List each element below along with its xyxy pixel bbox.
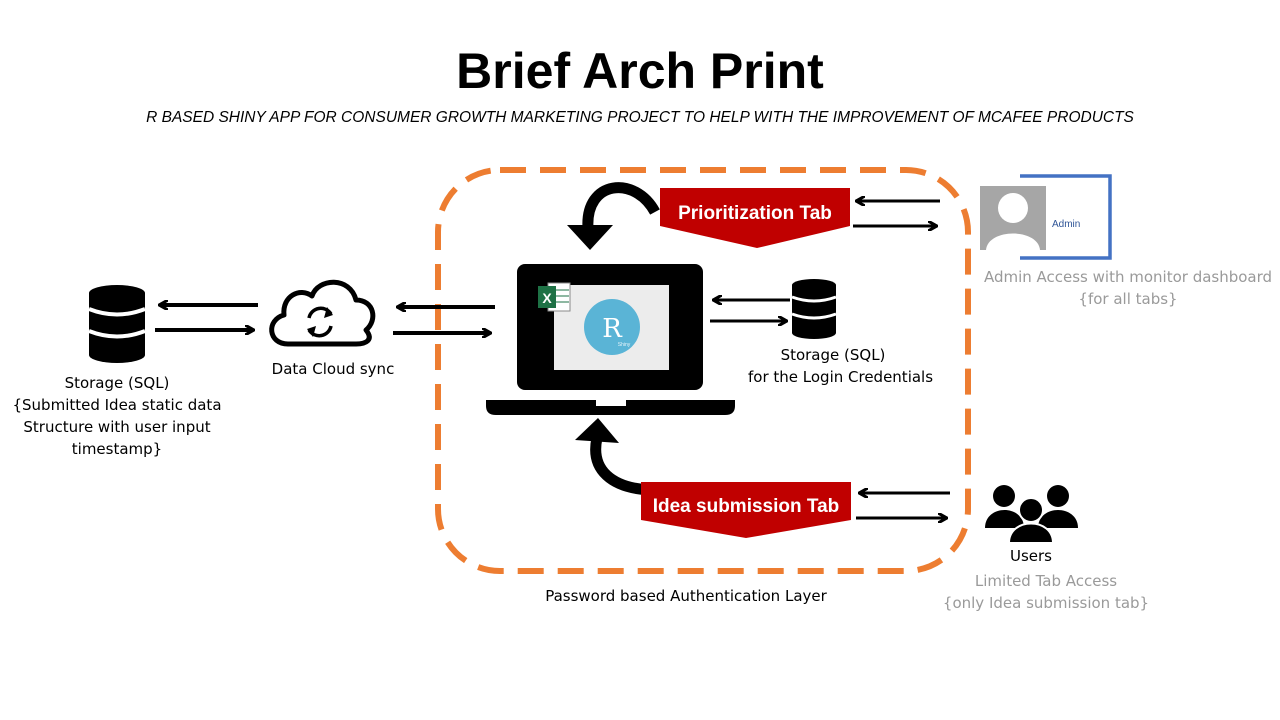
storage-left-line3: Structure with user input xyxy=(23,418,211,436)
auth-layer-boundary xyxy=(435,167,971,574)
admin-bracket xyxy=(1020,174,1112,260)
storage-right-label: Storage (SQL) for the Login Credentials xyxy=(748,344,934,388)
admin-access-line1: Admin Access with monitor dashboard xyxy=(983,268,1273,286)
auth-layer-label: Password based Authentication Layer xyxy=(545,587,827,605)
storage-right-line2: for the Login Credentials xyxy=(748,368,934,386)
r-shiny-icon: R Shiny xyxy=(584,299,640,355)
admin-access-label: Admin Access with monitor dashboard {for… xyxy=(978,266,1278,310)
users-access-line2: {only Idea submission tab} xyxy=(942,594,1150,612)
idea-submission-tab-banner xyxy=(641,482,851,538)
curved-arrow-icon xyxy=(567,182,660,250)
bidirectional-arrow-icon xyxy=(853,201,940,226)
r-shiny-sub: Shiny xyxy=(618,342,631,348)
excel-letter: X xyxy=(542,290,552,306)
admin-access-line2: {for all tabs} xyxy=(1078,290,1178,308)
user-avatar-icon xyxy=(980,186,1046,250)
page-title: Brief Arch Print xyxy=(456,43,824,99)
admin-badge-label: Admin xyxy=(1052,219,1081,230)
idea-submission-tab-label[interactable]: Idea submission Tab xyxy=(652,496,840,517)
database-icon xyxy=(88,285,146,363)
bidirectional-arrow-icon xyxy=(856,493,950,518)
users-access-label: Limited Tab Access {only Idea submission… xyxy=(936,570,1156,614)
curved-arrow-icon xyxy=(575,418,651,496)
prioritization-tab-label[interactable]: Prioritization Tab xyxy=(678,203,832,224)
users-access-line1: Limited Tab Access xyxy=(974,572,1118,590)
bidirectional-arrow-icon xyxy=(393,307,495,333)
cloud-sync-icon xyxy=(269,279,376,347)
storage-left-line1: Storage (SQL) xyxy=(64,374,170,392)
storage-left-line4: timestamp} xyxy=(71,440,163,458)
excel-icon: X xyxy=(538,282,571,312)
bidirectional-arrow-icon xyxy=(710,300,790,321)
page-subtitle: R BASED SHINY APP FOR CONSUMER GROWTH MA… xyxy=(146,109,1134,126)
storage-left-label: Storage (SQL) {Submitted Idea static dat… xyxy=(0,372,234,460)
cloud-sync-label: Data Cloud sync xyxy=(271,360,395,378)
r-letter: R xyxy=(602,314,623,344)
prioritization-tab-banner xyxy=(660,188,850,248)
users-group-icon xyxy=(985,485,1078,544)
storage-left-line2: {Submitted Idea static data xyxy=(12,396,222,414)
bidirectional-arrow-icon xyxy=(155,305,258,330)
database-icon xyxy=(791,279,837,339)
storage-right-line1: Storage (SQL) xyxy=(780,346,886,364)
users-title: Users xyxy=(1009,547,1052,565)
